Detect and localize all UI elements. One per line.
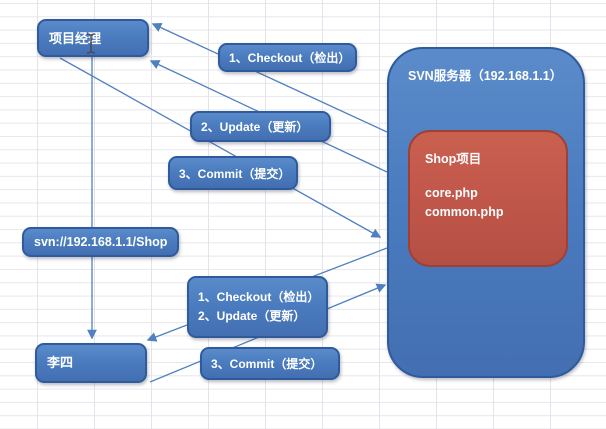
label-checkout-top-text: 1、Checkout（检出） [229,51,351,65]
svn-url-node[interactable]: svn://192.168.1.1/Shop [22,227,179,257]
label-update-step-top[interactable]: 2、Update（更新） [190,111,331,142]
lisi-label: 李四 [47,355,74,370]
shop-project-files: core.php common.php [425,184,566,222]
shop-project-title: Shop项目 [425,152,482,166]
lisi-node[interactable]: 李四 [35,343,147,383]
label-commit-top-text: 3、Commit（提交） [179,166,291,181]
project-manager-node[interactable]: 项目经理 [37,19,149,57]
label-checkout-step-top[interactable]: 1、Checkout（检出） [218,43,357,72]
label-checkout-update-step-bottom[interactable]: 1、Checkout（检出） 2、Update（更新） [187,276,328,338]
file-core-php: core.php [425,186,478,200]
svn-server-title: SVN服务器（192.168.1.1） [408,69,563,83]
label-commit-step-top[interactable]: 3、Commit（提交） [168,156,298,190]
shop-project-node[interactable]: Shop项目 core.php common.php [408,130,568,267]
file-common-php: common.php [425,204,504,219]
arrow-commit-pm-to-svn[interactable] [59,57,382,238]
label-commit-step-bottom[interactable]: 3、Commit（提交） [200,347,340,380]
label-update-top-text: 2、Update（更新） [201,120,309,134]
svn-server-node[interactable]: SVN服务器（192.168.1.1） Shop项目 core.php comm… [387,47,585,378]
svn-url-label: svn://192.168.1.1/Shop [34,235,168,249]
label-commit-bottom-text: 3、Commit（提交） [211,357,323,371]
label-checkout-bottom-text: 1、Checkout（检出） [198,290,320,305]
label-update-bottom-text: 2、Update（更新） [198,309,306,323]
project-manager-label: 项目经理 [49,31,102,46]
